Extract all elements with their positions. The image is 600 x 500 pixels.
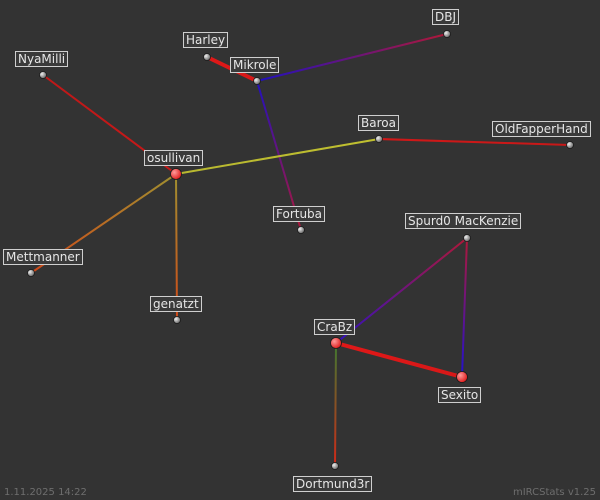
node-dbj [443,30,451,38]
node-label-baroa: Baroa [358,115,399,131]
node-osullivan [170,168,182,180]
edge-baroa-oldfapperhand [378,138,571,146]
node-fortuba [297,226,305,234]
node-label-sexito: Sexito [438,387,482,403]
edge-osullivan-baroa [175,138,380,175]
node-harley [203,53,211,61]
node-label-spurd0: Spurd0 MacKenzie [405,213,522,229]
node-dortmund3r [331,462,339,470]
node-sexito [456,371,468,383]
node-label-osullivan: osullivan [144,150,204,166]
node-label-genatzt: genatzt [150,296,202,312]
node-oldfapperhand [566,141,574,149]
node-label-oldfapperhand: OldFapperHand [492,121,591,137]
edge-mikrole-dbj [256,33,448,82]
edge-sexito-spurd0 [461,237,468,378]
node-crabz [330,337,342,349]
node-label-mettmanner: Mettmanner [3,249,83,265]
node-label-crabz: CraBz [314,319,356,335]
node-spurd0 [463,234,471,242]
node-label-dortmund3r: Dortmund3r [293,476,373,492]
node-label-fortuba: Fortuba [273,206,326,222]
nodes-layer [27,30,574,470]
node-label-harley: Harley [183,32,229,48]
node-label-nyamilli: NyaMilli [15,51,69,67]
edge-crabz-sexito [334,341,464,379]
timestamp-label: 1.11.2025 14:22 [4,487,87,498]
generator-label: mIRCStats v1.25 [512,487,596,498]
node-baroa [375,135,383,143]
node-nyamilli [39,71,47,79]
node-mettmanner [27,269,35,277]
edges-layer [30,33,571,467]
node-label-dbj: DBJ [432,9,460,25]
edge-osullivan-genatzt [175,173,178,321]
edge-crabz-spurd0 [335,237,468,344]
node-label-mikrole: Mikrole [230,57,280,73]
node-genatzt [173,316,181,324]
edge-crabz-dortmund3r [334,342,337,467]
node-mikrole [253,77,261,85]
